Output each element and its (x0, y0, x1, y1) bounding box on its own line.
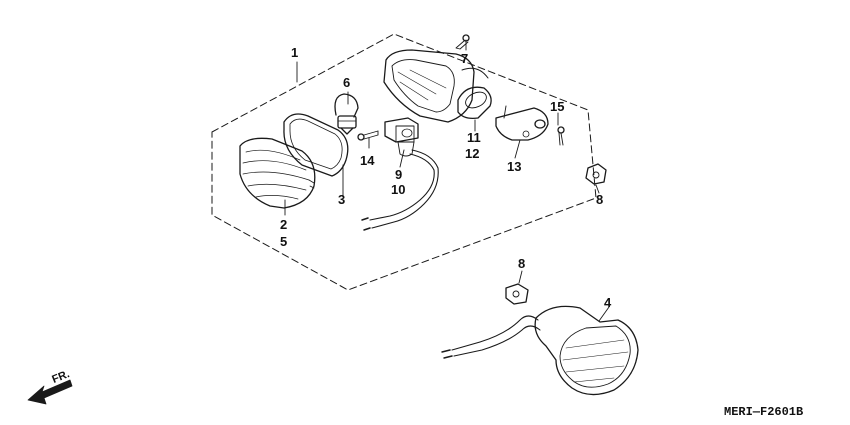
callout-13: 13 (507, 159, 522, 174)
callout-3: 3 (338, 192, 346, 207)
callout-12: 12 (465, 146, 480, 161)
screw-part-14 (357, 130, 379, 141)
bolt-part-15 (557, 126, 565, 146)
assembly-boundary (211, 33, 597, 291)
callout-14: 14 (360, 153, 375, 168)
grommet-part-11 (457, 86, 492, 120)
callout-5: 5 (280, 234, 288, 249)
nut-part-8-upper (585, 163, 607, 185)
callout-1: 1 (291, 45, 299, 60)
callout-15: 15 (550, 99, 565, 114)
callout-9: 9 (395, 167, 403, 182)
gasket-part-3 (283, 113, 349, 177)
nut-part-8-lower (505, 283, 529, 305)
forward-direction-arrow-icon (27, 379, 73, 405)
turn-signal-housing-part-1 (383, 49, 489, 123)
callout-10: 10 (391, 182, 406, 197)
callout-4: 4 (604, 295, 612, 310)
bulb-part-6 (334, 93, 359, 135)
callout-2: 2 (280, 217, 288, 232)
callout-8-lower: 8 (518, 256, 526, 271)
stay-part-13 (495, 105, 549, 141)
callout-8-upper: 8 (596, 192, 604, 207)
leader-lines (284, 39, 610, 322)
callout-11: 11 (467, 130, 481, 145)
diagram-reference-code: MERI—F2601B (724, 405, 804, 419)
turn-signal-lens-part-2 (239, 137, 316, 209)
callout-7: 7 (461, 51, 469, 66)
socket-harness-part-9 (361, 117, 439, 231)
screw-part-7 (455, 34, 470, 50)
callout-6: 6 (343, 75, 351, 90)
rear-turn-signal-part-4 (441, 305, 639, 396)
